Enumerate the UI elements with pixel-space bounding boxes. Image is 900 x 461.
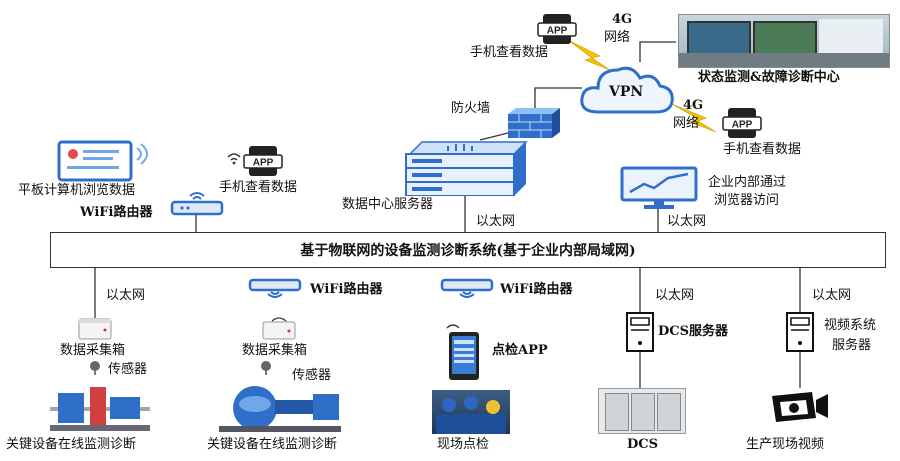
col3-caption: 现场点检	[437, 437, 490, 452]
monitoring-center-photo	[678, 14, 890, 68]
col1-sensor-label: 传感器	[108, 362, 148, 377]
phone-right-label: 手机查看数据	[723, 142, 802, 157]
tablet-icon	[55, 140, 155, 184]
phone-top-label: 手机查看数据	[470, 45, 549, 60]
col2-wifi-label: WiFi路由器	[310, 282, 383, 297]
col5-server-label-line2: 服务器	[832, 338, 872, 353]
4g-top-label: 4G	[612, 12, 633, 27]
col5-server-label-line1: 视频系统	[824, 318, 877, 333]
col1-ethernet-label: 以太网	[106, 288, 146, 303]
wifi-signal-icon	[226, 150, 242, 165]
col5-caption: 生产现场视频	[746, 437, 825, 452]
server-label: 数据中心服务器	[342, 197, 434, 212]
firewall-icon	[508, 108, 560, 138]
browser-label-line2: 浏览器访问	[714, 193, 780, 208]
browser-label-line1: 企业内部通过	[708, 175, 787, 190]
col4-server-label: DCS服务器	[658, 324, 729, 339]
sensor-icon-2	[261, 361, 271, 371]
svg-text:APP: APP	[253, 158, 274, 169]
inspection-tablet-icon	[443, 324, 487, 382]
phone-app-icon-right: APP	[722, 108, 762, 138]
vpn-label: VPN	[609, 84, 644, 100]
col5-ethernet-label: 以太网	[812, 288, 852, 303]
vpn-cloud-icon	[578, 62, 676, 118]
ethernet-browser-label: 以太网	[667, 214, 707, 229]
bus-label: 基于物联网的设备监测诊断系统(基于企业内部局域网)	[300, 243, 636, 259]
data-collection-box-icon-2	[262, 316, 296, 340]
col4-ethernet-label: 以太网	[655, 288, 695, 303]
ethernet-server-label: 以太网	[476, 214, 516, 229]
phone-app-icon-top: APP	[537, 14, 577, 44]
wifi-router-icon-top	[170, 190, 224, 216]
col1-box-label: 数据采集箱	[60, 343, 126, 358]
phone-middle-label: 手机查看数据	[219, 180, 298, 195]
data-collection-box-icon-1	[78, 318, 112, 340]
firewall-label: 防火墙	[451, 101, 491, 116]
wifi-router-icon-col3	[440, 278, 494, 302]
network-top-label: 网络	[604, 30, 631, 45]
4g-right-label: 4G	[683, 98, 704, 113]
sensor-icon-1	[90, 361, 100, 371]
col3-app-label: 点检APP	[492, 343, 548, 358]
field-inspection-photo	[432, 390, 510, 434]
col3-wifi-label: WiFi路由器	[500, 282, 573, 297]
dcs-cabinet-photo	[598, 388, 686, 434]
svg-text:APP: APP	[547, 26, 568, 37]
equipment-photo-2	[215, 380, 345, 432]
col2-box-label: 数据采集箱	[242, 343, 308, 358]
col1-caption: 关键设备在线监测诊断	[6, 437, 137, 452]
monitoring-center-label: 状态监测&故障诊断中心	[698, 70, 840, 85]
col2-sensor-label: 传感器	[292, 368, 332, 383]
browser-monitor-icon	[620, 166, 698, 210]
wifi-router-icon-col2	[248, 278, 302, 302]
phone-app-icon-middle: APP	[243, 146, 283, 176]
iot-system-bus: 基于物联网的设备监测诊断系统(基于企业内部局域网)	[50, 232, 886, 268]
svg-text:APP: APP	[732, 120, 753, 131]
video-camera-icon	[768, 388, 832, 428]
data-center-server-icon	[400, 140, 530, 197]
equipment-photo-1	[50, 381, 150, 431]
dcs-server-icon	[626, 312, 654, 352]
col2-caption: 关键设备在线监测诊断	[207, 437, 338, 452]
wifi-router-top-label: WiFi路由器	[80, 205, 153, 220]
network-right-label: 网络	[673, 116, 700, 131]
tablet-label: 平板计算机浏览数据	[18, 183, 136, 198]
col4-caption: DCS	[627, 437, 659, 452]
video-server-icon	[786, 312, 814, 352]
